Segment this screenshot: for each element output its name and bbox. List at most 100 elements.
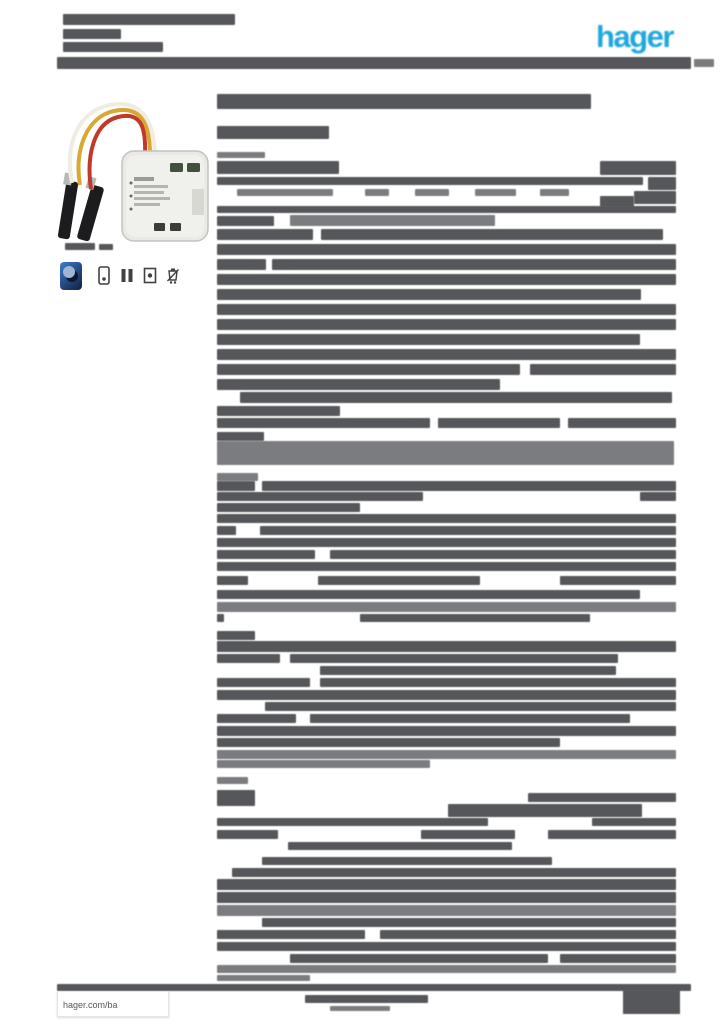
redacted-text-bar: [217, 492, 423, 501]
redacted-text-bar: [217, 654, 280, 663]
redacted-text-bar: [262, 481, 676, 491]
redacted-text-bar: [217, 614, 224, 622]
redacted-text-bar: [240, 392, 672, 403]
redacted-text-bar: [217, 481, 255, 491]
redacted-text-bar: [305, 995, 428, 1003]
redacted-text-bar: [217, 334, 640, 345]
pushbutton-icon: [98, 266, 110, 285]
redacted-text-bar: [217, 830, 278, 839]
redacted-text-bar: [421, 830, 515, 839]
redacted-text-bar: [438, 418, 560, 428]
redacted-text-bar: [448, 804, 642, 817]
redacted-text-bar: [217, 126, 329, 139]
redacted-text-bar: [65, 243, 95, 250]
redacted-text-bar: [288, 842, 512, 850]
redacted-text-bar: [217, 319, 676, 330]
redacted-text-bar: [217, 259, 266, 270]
redacted-text-bar: [600, 196, 634, 207]
redacted-text-bar: [217, 177, 643, 185]
redacted-text-bar: [217, 942, 676, 951]
redacted-text-bar: [217, 418, 430, 428]
redacted-text-bar: [99, 244, 113, 250]
redacted-text-bar: [217, 892, 676, 903]
redacted-text-bar: [540, 189, 569, 196]
redacted-text-bar: [217, 975, 310, 981]
redacted-text-bar: [217, 364, 520, 375]
redacted-text-bar: [217, 94, 591, 109]
redacted-text-bar: [217, 790, 255, 806]
redacted-text-bar: [217, 879, 676, 890]
redacted-text-bar: [272, 259, 676, 270]
redacted-text-bar: [530, 364, 676, 375]
redacted-text-bar: [217, 590, 640, 599]
weee-bin-icon: [166, 268, 180, 284]
redacted-text-bar: [320, 666, 616, 675]
redacted-text-bar: [415, 189, 449, 196]
redacted-text-bar: [560, 954, 676, 963]
redacted-text-bar: [330, 1006, 390, 1011]
redacted-text-bar: [217, 738, 560, 747]
cert-icon: [143, 267, 157, 284]
redacted-text-bar: [640, 492, 676, 501]
cert-icons-row: [97, 266, 187, 286]
redacted-text-bar: [217, 905, 676, 916]
redacted-text-bar: [217, 818, 488, 826]
redacted-text-bar: [63, 14, 235, 25]
redacted-text-bar: [265, 702, 676, 711]
redacted-text-bar: [365, 189, 389, 196]
redacted-text-bar: [217, 244, 676, 255]
redacted-text-bar: [217, 503, 360, 512]
redacted-text-bar: [217, 473, 258, 481]
redacted-text-bar: [217, 514, 676, 523]
redacted-text-bar: [63, 42, 163, 52]
redacted-text-bar: [217, 631, 255, 640]
redacted-text-bar: [217, 206, 676, 213]
redacted-text-bar: [63, 29, 121, 39]
redacted-text-bar: [217, 760, 430, 768]
redacted-text-bar: [217, 152, 265, 158]
footer-page-badge: [623, 990, 680, 1014]
redacted-text-bar: [232, 868, 676, 877]
redacted-text-bar: [290, 654, 618, 663]
redacted-text-bar: [217, 432, 264, 441]
redacted-text-bar: [320, 678, 676, 687]
redacted-text-bar: [634, 191, 676, 204]
redacted-text-bar: [217, 538, 676, 547]
redacted-text-bar: [217, 965, 676, 973]
hager-logo: hager: [596, 19, 674, 54]
redacted-text-bar: [260, 526, 676, 535]
redacted-text-bar: [600, 161, 676, 175]
quicklink-swirl: [63, 266, 75, 278]
redacted-text-bar: [217, 930, 365, 939]
redacted-text-bar: [217, 750, 676, 759]
footer-site-link[interactable]: hager.com/ba: [57, 991, 169, 1017]
redacted-text-bar: [310, 714, 630, 723]
redacted-text-bar: [217, 777, 248, 784]
redacted-text-bar: [290, 954, 548, 963]
redacted-text-bar: [217, 690, 676, 700]
redacted-text-bar: [217, 216, 274, 226]
redacted-text-bar: [217, 526, 236, 535]
redacted-text-bar: [217, 550, 315, 559]
redacted-text-bar: [528, 793, 676, 802]
redacted-text-bar: [560, 576, 676, 585]
redacted-text-bar: [290, 215, 495, 226]
redacted-text-bar: [217, 229, 313, 240]
redacted-text-bar: [237, 189, 333, 196]
redacted-text-bar: [217, 641, 676, 652]
redacted-text-bar: [217, 161, 339, 174]
redacted-text-bar: [217, 714, 296, 723]
redacted-text-bar: [568, 418, 676, 428]
redacted-text-bar: [360, 614, 590, 622]
redacted-text-bar: [548, 830, 676, 839]
redacted-text-bar: [321, 229, 663, 240]
redacted-text-bar: [330, 550, 676, 559]
redacted-text-bar: [217, 406, 340, 416]
redacted-text-bar: [475, 189, 516, 196]
redacted-text-bar: [380, 930, 676, 939]
redacted-text-bar: [217, 379, 500, 390]
redacted-text-bar: [217, 602, 676, 612]
redacted-text-bar: [694, 59, 714, 67]
redacted-text-bar: [262, 918, 676, 927]
